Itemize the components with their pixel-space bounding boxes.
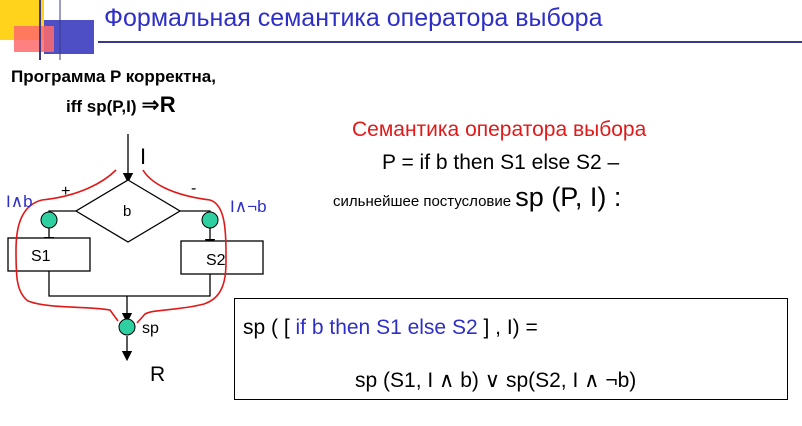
- implies-symbol: ⇒: [141, 92, 160, 117]
- strongest-postcondition-row: сильнейшее постусловие sp (P, I) :: [333, 182, 621, 213]
- claim-sp-text: iff sp(P,I): [66, 97, 142, 116]
- join-label: sp: [142, 320, 159, 337]
- left-join-line: [48, 271, 127, 297]
- semantics-heading: Семантика оператора выбора: [352, 118, 647, 141]
- right-guard-label: I∧¬b: [230, 197, 267, 216]
- red-path-right: [136, 169, 227, 324]
- left-branch-line: [43, 210, 76, 248]
- formula-box: [234, 298, 788, 400]
- node-left-guard: [40, 211, 58, 229]
- statement-box-s2: [180, 240, 264, 275]
- box-s1-label: S1: [31, 248, 51, 265]
- input-label: I: [140, 144, 146, 169]
- box-s2-label: S2: [206, 252, 226, 269]
- right-branch-line: [180, 210, 216, 250]
- node-right-guard: [201, 211, 219, 229]
- correctness-claim-line-1: Программа P корректна,: [11, 67, 216, 86]
- condition-diamond: [74, 179, 182, 243]
- slide-title: Формальная семантика оператора выбора: [104, 4, 603, 32]
- formula-line-1-statement: if b then S1 else S2: [295, 316, 478, 339]
- minus-label: -: [191, 180, 196, 197]
- red-path-left: [15, 169, 119, 322]
- formula-line-1: sp ( [ if b then S1 else S2 ] , I) =: [243, 316, 538, 340]
- formula-line-1-suffix: ] , I) =: [477, 316, 538, 339]
- claim-result: R: [159, 92, 176, 117]
- program-definition: P = if b then S1 else S2 –: [382, 151, 620, 174]
- correctness-claim-line-2: iff sp(P,I) ⇒R: [66, 92, 176, 118]
- right-join-line: [127, 274, 211, 297]
- output-label: R: [150, 363, 165, 386]
- statement-box-s1: [7, 237, 91, 272]
- plus-label: +: [61, 183, 70, 200]
- node-join: [118, 318, 136, 336]
- formula-line-2: sp (S1, I ∧ b) ∨ sp(S2, I ∧ ¬b): [355, 369, 637, 392]
- formula-line-1-prefix: sp ( [: [243, 316, 296, 339]
- deco-red-square: [14, 26, 54, 52]
- condition-label: b: [123, 203, 131, 220]
- left-guard-label: I∧b: [6, 192, 33, 211]
- slide-corner-decoration: [0, 0, 94, 60]
- strongest-postcondition-text: сильнейшее постусловие: [333, 193, 516, 210]
- sp-formula: sp (P, I) :: [515, 182, 622, 212]
- title-underline: [98, 41, 802, 43]
